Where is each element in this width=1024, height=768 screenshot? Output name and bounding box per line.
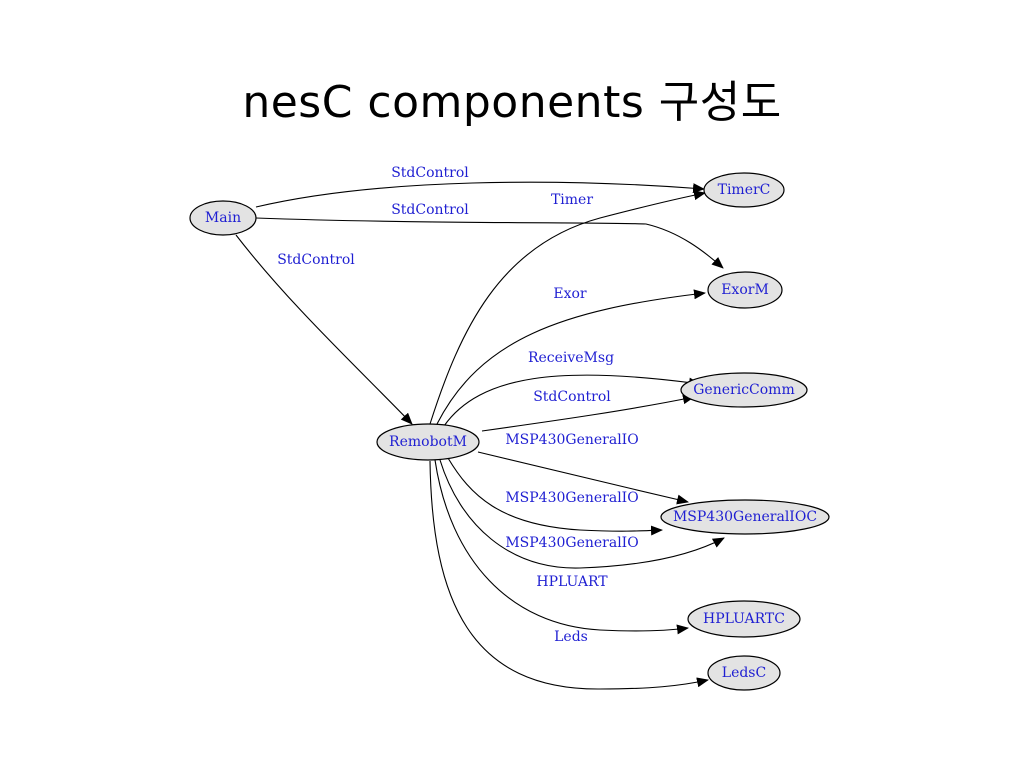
node-timerc: TimerC bbox=[703, 172, 785, 208]
node-exorm: ExorM bbox=[707, 271, 783, 309]
edge-remobotm-exorm: Exor bbox=[436, 286, 706, 425]
edge-main-remobotm: StdControl bbox=[235, 234, 413, 425]
edge-remobotm-timerc: Timer bbox=[429, 190, 706, 425]
edge-remobotm-genericcomm-receive: ReceiveMsg bbox=[443, 350, 701, 427]
node-main-label: Main bbox=[205, 210, 241, 226]
edge-label-remobotm-msp-1: MSP430GeneralIO bbox=[505, 432, 638, 448]
edge-label-remobotm-genericcomm-std: StdControl bbox=[533, 389, 611, 405]
edge-label-main-remobotm: StdControl bbox=[277, 252, 355, 268]
slide-title: nesC components 구성도 bbox=[242, 77, 782, 128]
edge-label-remobotm-hpluartc: HPLUART bbox=[536, 574, 608, 590]
edge-label-remobotm-msp-3: MSP430GeneralIO bbox=[505, 535, 638, 551]
edge-label-main-timerc: StdControl bbox=[391, 165, 469, 181]
edge-remobotm-hpluartc: HPLUART bbox=[434, 459, 689, 635]
node-remobotm-label: RemobotM bbox=[389, 434, 467, 450]
edge-main-exorm: StdControl bbox=[255, 202, 724, 269]
edge-label-remobotm-msp-2: MSP430GeneralIO bbox=[505, 490, 638, 506]
edge-remobotm-ledsc: Leds bbox=[429, 460, 709, 690]
edge-remobotm-msp-2: MSP430GeneralIO bbox=[447, 457, 663, 536]
node-hpluartc: HPLUARTC bbox=[687, 600, 801, 638]
edge-remobotm-msp-3: MSP430GeneralIO bbox=[439, 459, 725, 569]
node-msp430generalioc-label: MSP430GeneralIOC bbox=[673, 509, 817, 525]
edge-remobotm-msp-1: MSP430GeneralIO bbox=[477, 432, 689, 505]
edge-label-remobotm-genericcomm-receive: ReceiveMsg bbox=[528, 350, 614, 366]
node-ledsc: LedsC bbox=[707, 655, 781, 691]
node-genericcomm-label: GenericComm bbox=[693, 382, 794, 398]
node-remobotm: RemobotM bbox=[376, 423, 480, 461]
edge-label-remobotm-ledsc: Leds bbox=[554, 629, 588, 645]
edge-label-remobotm-timerc: Timer bbox=[551, 192, 593, 208]
edge-label-remobotm-exorm: Exor bbox=[553, 286, 587, 302]
edge-main-timerc: StdControl bbox=[255, 165, 705, 208]
node-hpluartc-label: HPLUARTC bbox=[703, 611, 785, 627]
node-ledsc-label: LedsC bbox=[722, 665, 766, 681]
edge-remobotm-genericcomm-std: StdControl bbox=[481, 389, 695, 432]
node-exorm-label: ExorM bbox=[721, 282, 769, 298]
node-main: Main bbox=[189, 200, 257, 236]
node-timerc-label: TimerC bbox=[718, 182, 771, 198]
node-genericcomm: GenericComm bbox=[680, 372, 808, 408]
edge-label-main-exorm: StdControl bbox=[391, 202, 469, 218]
node-msp430generalioc: MSP430GeneralIOC bbox=[660, 499, 830, 535]
